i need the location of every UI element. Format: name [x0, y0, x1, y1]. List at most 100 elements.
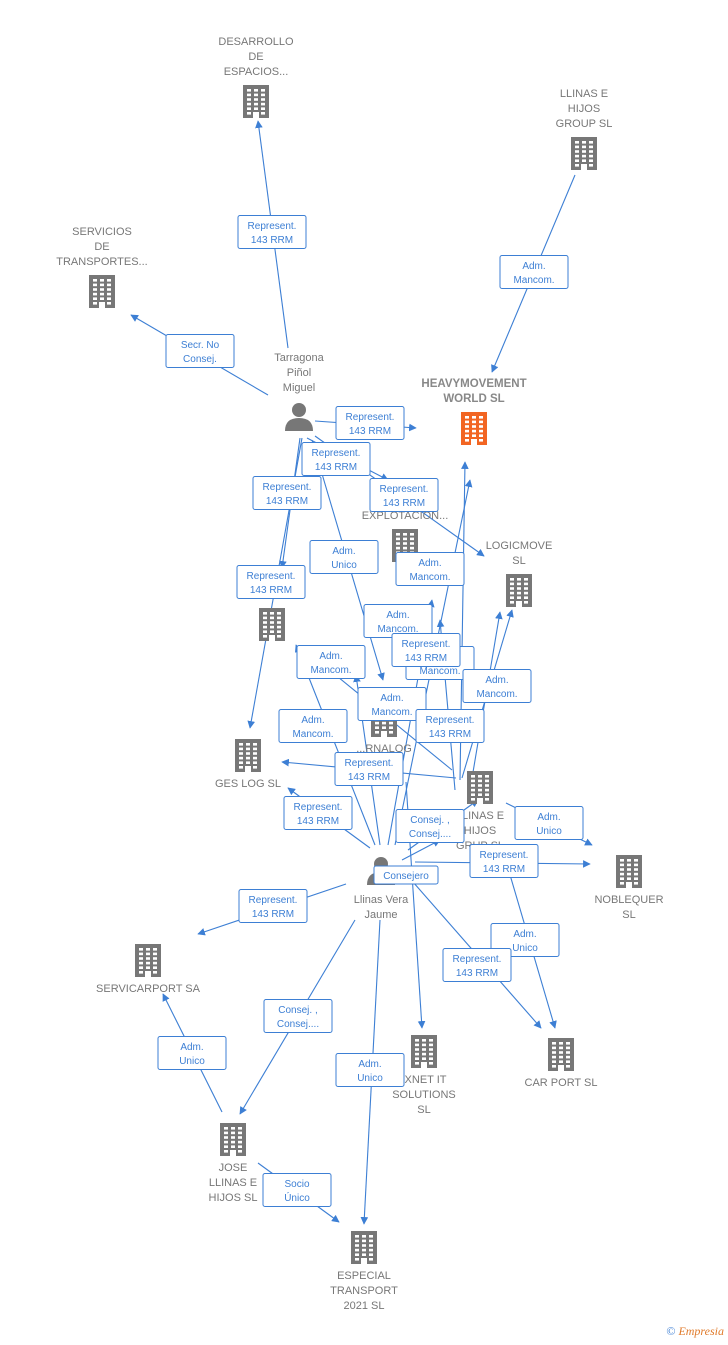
relation-label[interactable]: Adm. Mancom. — [278, 709, 348, 743]
relation-text: Mancom. — [419, 666, 460, 677]
relation-label[interactable]: Consej. ,Consej.... — [263, 999, 333, 1033]
building-icon — [467, 771, 493, 804]
node-label: HIJOS — [568, 103, 600, 115]
relation-text: Represent. — [247, 571, 296, 582]
relation-text: Único — [284, 1191, 310, 1204]
relation-text: Adm. — [485, 675, 508, 686]
relation-text: Adm. — [537, 812, 560, 823]
relation-text: 143 RRM — [250, 585, 292, 596]
node-label: GES LOG SL — [215, 778, 281, 790]
node-label: HIJOS — [464, 825, 496, 837]
relation-text: Represent. — [248, 221, 297, 232]
relation-text: Mancom. — [292, 729, 333, 740]
node-label: CAR PORT SL — [525, 1077, 598, 1089]
building-icon — [411, 1035, 437, 1068]
node-label: Llinas Vera — [354, 894, 409, 906]
relation-label[interactable]: Represent.143 RRM — [469, 844, 539, 878]
relation-text: Represent. — [426, 715, 475, 726]
relation-label[interactable]: Represent. 143 RRM — [236, 565, 306, 599]
relation-text: Consej.... — [409, 829, 451, 840]
relation-label[interactable]: Adm.Unico — [335, 1053, 405, 1087]
node-label: Miguel — [283, 382, 315, 394]
relation-text: Represent. — [312, 448, 361, 459]
node-label: TRANSPORT — [330, 1285, 398, 1297]
node-geslog[interactable]: GES LOG SL — [215, 739, 281, 790]
relation-label[interactable]: Represent. 143 RRM — [415, 709, 485, 743]
building-icon — [571, 137, 597, 170]
relation-text: Consej.... — [277, 1019, 319, 1030]
relation-label[interactable]: Adm.Unico — [514, 806, 584, 840]
relation-label[interactable]: Consejero — [373, 865, 439, 885]
relation-text: 143 RRM — [483, 864, 525, 875]
copyright-icon: © — [666, 1324, 676, 1338]
relation-label[interactable]: Represent.143 RRM — [238, 889, 308, 923]
relation-label[interactable]: Represent.143 RRM — [442, 948, 512, 982]
relations-layer: Represent. 143 RRM Adm. Mancom. Secr. NoCons… — [157, 215, 584, 1207]
building-icon — [89, 275, 115, 308]
node-carport[interactable]: CAR PORT SL — [525, 1038, 598, 1089]
relation-label[interactable]: Represent.143 RRM — [391, 633, 461, 667]
relation-text: Adm. — [301, 715, 324, 726]
relation-label[interactable]: Adm.Mancom. — [296, 645, 366, 679]
relation-text: Adm. — [380, 693, 403, 704]
relation-label[interactable]: Consej. , Consej.... — [395, 809, 465, 843]
relation-text: Unico — [179, 1056, 205, 1067]
relation-text: Mancom. — [377, 624, 418, 635]
relation-text: Represent. — [263, 482, 312, 493]
relation-text: Unico — [512, 943, 538, 954]
node-label: LLINAS E — [209, 1177, 257, 1189]
node-label: GROUP SL — [556, 118, 613, 130]
relation-label[interactable]: Adm. Unico — [157, 1036, 227, 1070]
node-servicarport[interactable]: SERVICARPORT SA — [96, 944, 201, 995]
node-servicios[interactable]: SERVICIOSDETRANSPORTES... — [56, 226, 148, 308]
relation-text: Represent. — [380, 484, 429, 495]
relation-label[interactable]: Represent.143 RRM — [237, 215, 307, 249]
relation-label[interactable]: Represent.143 RRM — [335, 406, 405, 440]
relation-label[interactable]: Represent.143 RRM — [252, 476, 322, 510]
node-label: Piñol — [287, 367, 311, 379]
relation-text: 143 RRM — [429, 729, 471, 740]
node-label: LLINAS E — [560, 88, 608, 100]
relation-label[interactable]: Adm.Mancom. — [395, 552, 465, 586]
relation-text: 143 RRM — [349, 426, 391, 437]
brand-logo[interactable]: Empresia — [678, 1324, 724, 1338]
node-label: ESPACIOS... — [224, 66, 289, 78]
node-label: LLINAS E — [456, 810, 504, 822]
relation-text: Unico — [331, 560, 357, 571]
relation-text: Adm. — [180, 1042, 203, 1053]
relation-label[interactable]: Represent.143 RRM — [334, 752, 404, 786]
relation-label[interactable]: Adm.Mancom. — [499, 255, 569, 289]
node-label: DE — [94, 241, 109, 253]
node-label: EXPLOTACION... — [362, 510, 449, 522]
relation-label[interactable]: Adm. Mancom. — [363, 604, 433, 638]
relation-text: Consej. , — [410, 815, 449, 826]
node-llinas-group[interactable]: LLINAS E HIJOS GROUP SL — [556, 88, 613, 170]
relation-label[interactable]: Adm.Mancom. — [357, 687, 427, 721]
node-label: SL — [622, 909, 635, 921]
node-label: LOGICMOVE — [486, 540, 553, 552]
node-desarrollo[interactable]: DESARROLLODEESPACIOS... — [218, 36, 294, 118]
relation-label[interactable]: Adm.Mancom. — [462, 669, 532, 703]
relation-text: Adm. — [332, 546, 355, 557]
building-icon — [135, 944, 161, 977]
node-label: HEAVYMOVEMENT — [421, 378, 526, 390]
relation-label[interactable]: Represent.143 RRM — [283, 796, 353, 830]
footer-credit: © Empresia — [666, 1324, 724, 1339]
relation-text: Adm. — [386, 610, 409, 621]
relation-text: 143 RRM — [383, 498, 425, 509]
relation-label[interactable]: Represent. 143 RRM — [369, 478, 439, 512]
relation-text: Represent. — [453, 954, 502, 965]
relation-text: Consej. — [183, 354, 217, 365]
relation-label[interactable]: Represent.143 RRM — [301, 442, 371, 476]
relation-label[interactable]: Adm. Unico — [309, 540, 379, 574]
node-label: SL — [417, 1104, 430, 1116]
